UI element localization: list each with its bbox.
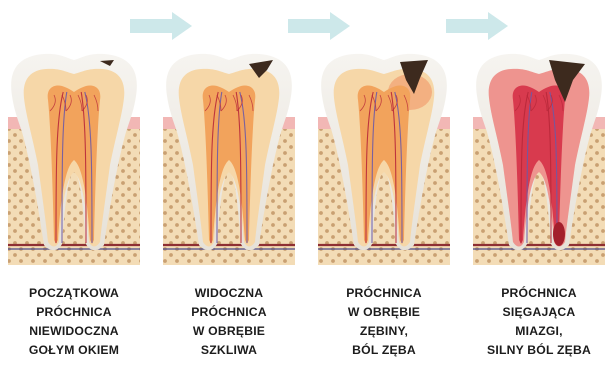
tooth-stage-4 xyxy=(473,54,605,265)
caption-line: SZKLIWA xyxy=(159,341,299,360)
caption-line: POCZĄTKOWA xyxy=(4,284,144,303)
caption-line: NIEWIDOCZNA xyxy=(4,322,144,341)
tooth-stage-2 xyxy=(163,54,295,265)
caption-line: BÓL ZĘBA xyxy=(314,341,454,360)
caption-line: GOŁYM OKIEM xyxy=(4,341,144,360)
caption-line: ZĘBINY, xyxy=(314,322,454,341)
caption-line: PRÓCHNICA xyxy=(314,284,454,303)
caption-line: W OBRĘBIE xyxy=(159,322,299,341)
caption-line: PRÓCHNICA xyxy=(469,284,609,303)
caption-line: WIDOCZNA xyxy=(159,284,299,303)
progression-arrow xyxy=(288,12,350,40)
abscess xyxy=(553,222,565,246)
progression-arrow xyxy=(130,12,192,40)
caption-line: SILNY BÓL ZĘBA xyxy=(469,341,609,360)
caption-line: W OBRĘBIE xyxy=(314,303,454,322)
caption-line: PRÓCHNICA xyxy=(4,303,144,322)
caption-line: MIAZGI, xyxy=(469,322,609,341)
tooth-stage-3 xyxy=(318,54,450,265)
caption-line: SIĘGAJĄCA xyxy=(469,303,609,322)
progression-arrow xyxy=(446,12,508,40)
caption-line: PRÓCHNICA xyxy=(159,303,299,322)
tooth-stage-1 xyxy=(8,54,140,265)
